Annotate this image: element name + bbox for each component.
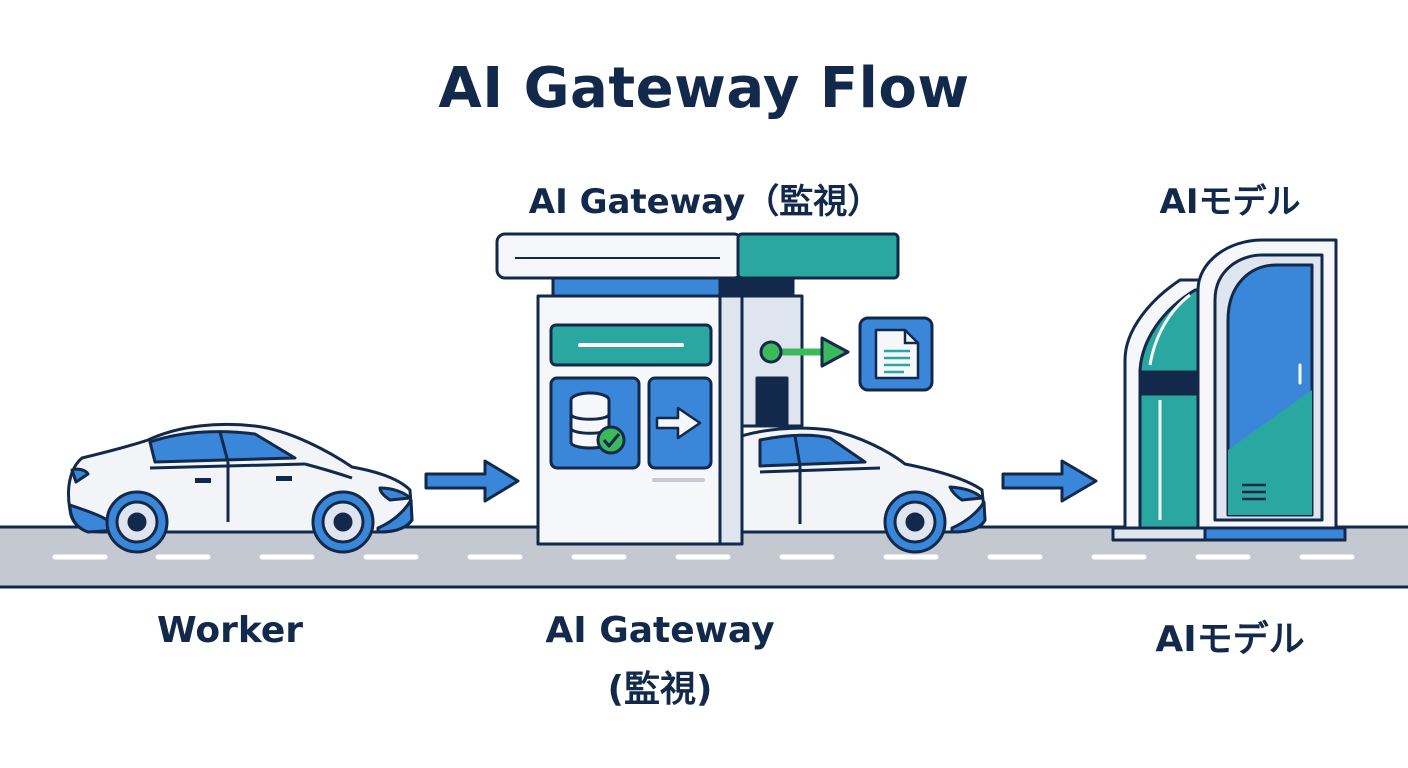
- gateway-canopy: [495, 232, 744, 280]
- ai-model-machine: [1111, 238, 1347, 542]
- gateway-top-label: AI Gateway（監視）: [528, 182, 882, 222]
- gateway-building: [495, 232, 900, 546]
- log-start-dot: [759, 340, 783, 364]
- gateway-car: [728, 426, 987, 554]
- flow-arrow-1: [424, 459, 520, 503]
- flow-arrow-2: [1001, 459, 1098, 503]
- log-arrow-head: [820, 336, 850, 368]
- worker-car: [67, 422, 414, 554]
- model-label: AIモデル: [1155, 619, 1305, 660]
- log-output: [759, 316, 934, 392]
- worker-label: Worker: [156, 610, 304, 651]
- check-icon: [596, 425, 626, 455]
- diagram-title: AI Gateway Flow: [438, 56, 970, 121]
- gateway-label-line1: AI Gateway: [545, 610, 775, 651]
- gateway-label-line2: (監視): [607, 669, 713, 710]
- model-top-label: AIモデル: [1159, 182, 1301, 222]
- forward-arrow-icon: [655, 406, 702, 440]
- gateway-canopy-teal: [736, 232, 900, 280]
